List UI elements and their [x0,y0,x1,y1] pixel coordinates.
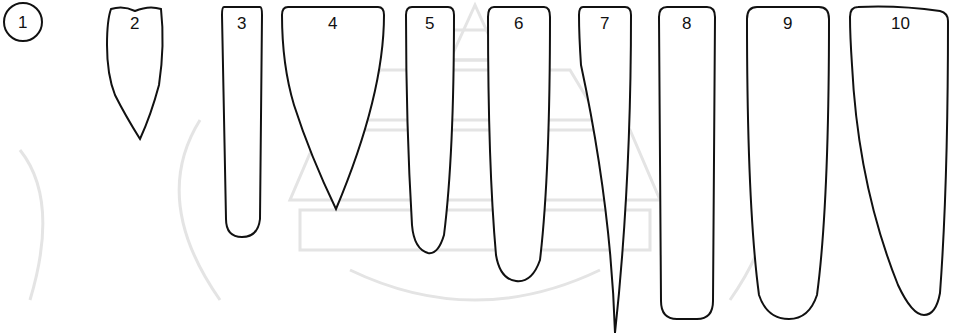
tooth-outline: 4 [280,5,386,211]
shape-outline [486,5,552,283]
shape-number: 3 [237,15,246,32]
tooth-outline: 1 [3,2,43,42]
shape-number: 6 [514,15,523,32]
shape-outline [577,5,633,336]
shape-number: 9 [783,15,792,32]
tooth-outline: 5 [404,5,456,257]
tooth-outline: 10 [848,5,952,319]
shape-number: 7 [600,15,609,32]
shape-number: 4 [328,15,337,32]
shape-number: 1 [18,14,27,31]
shape-outline [657,5,717,323]
shape-number: 8 [682,15,691,32]
tooth-outline: 7 [577,5,633,336]
shape-outline [745,5,831,323]
shape-number: 5 [425,15,434,32]
tooth-outline: 8 [657,5,717,323]
shape-outline [280,5,386,211]
tooth-outline: 6 [486,5,552,283]
shape-number: 10 [891,15,910,32]
shape-outline [404,5,456,257]
shape-number: 2 [130,15,139,32]
tooth-outline: 2 [105,5,165,141]
tooth-outline: 9 [745,5,831,323]
shape-outline [848,5,952,319]
shape-outline [220,5,264,239]
tooth-outline: 3 [220,5,264,239]
